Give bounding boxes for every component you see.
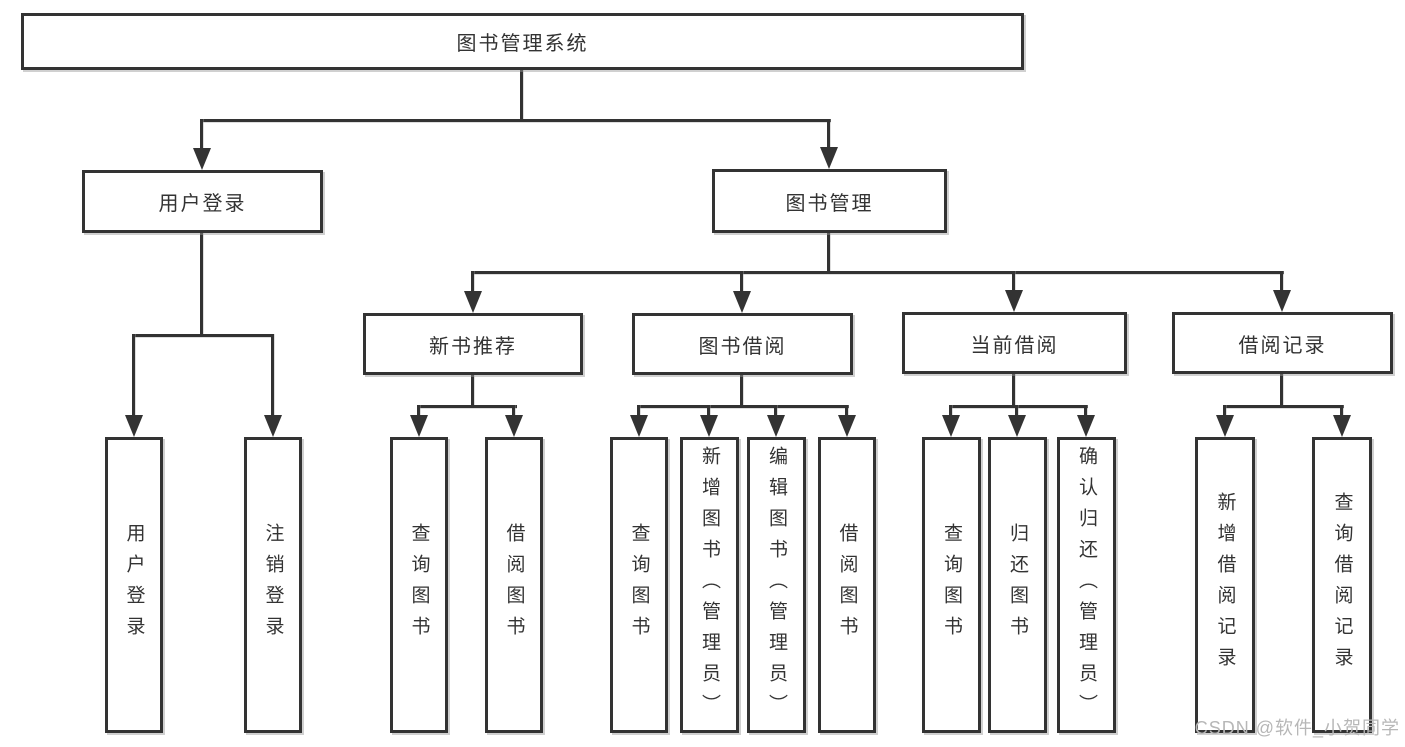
leaf-label: 借阅图书 (836, 523, 858, 647)
leaf-confirm-return-admin: 确认归还（管理员） (1057, 437, 1116, 733)
leaf-label: 借阅图书 (503, 523, 525, 647)
connector-line (637, 405, 849, 408)
arrow-down-icon (1216, 415, 1234, 437)
connector-line (1012, 271, 1015, 295)
node-label: 新书推荐 (429, 335, 517, 358)
arrow-down-icon (767, 415, 785, 437)
connector-line (707, 405, 710, 419)
node-root-label: 图书管理系统 (456, 33, 589, 55)
csdn-watermark: CSDN @软件_小贺同学 (1194, 718, 1400, 738)
connector-line (200, 119, 203, 150)
node-root: 图书管理系统 (21, 13, 1024, 70)
leaf-label: 查询图书 (408, 523, 430, 647)
arrow-down-icon (733, 291, 751, 313)
node-label: 图书管理 (785, 192, 874, 215)
connector-line (471, 271, 1284, 274)
node-label: 用户登录 (158, 193, 247, 215)
arrow-down-icon (125, 415, 143, 437)
leaf-user-login: 用户登录 (105, 437, 163, 733)
leaf-label: 确认归还（管理员） (1076, 445, 1097, 725)
node-label: 当前借阅 (970, 334, 1059, 357)
connector-line (949, 405, 952, 419)
connector-line (774, 405, 777, 419)
connector-line (132, 334, 135, 418)
arrow-down-icon (942, 415, 960, 437)
connector-line (1012, 374, 1015, 407)
arrow-down-icon (410, 415, 428, 437)
connector-line (271, 334, 274, 418)
connector-line (827, 233, 830, 274)
leaf-edit-books-admin: 编辑图书（管理员） (747, 437, 806, 733)
leaf-label: 归还图书 (1007, 523, 1028, 647)
arrow-down-icon (193, 148, 211, 170)
arrow-down-icon (820, 147, 838, 169)
connector-line (1340, 405, 1343, 419)
leaf-add-borrow-record: 新增借阅记录 (1195, 437, 1255, 733)
connector-line (200, 119, 831, 122)
connector-line (827, 119, 830, 149)
leaf-query-books-recommend: 查询图书 (390, 437, 448, 733)
arrow-down-icon (838, 415, 856, 437)
leaf-label: 用户登录 (123, 523, 145, 647)
connector-line (1280, 271, 1283, 295)
node-label: 图书借阅 (698, 335, 787, 358)
arrow-down-icon (505, 415, 523, 437)
arrow-down-icon (1008, 415, 1026, 437)
leaf-label: 新增借阅记录 (1214, 492, 1236, 678)
connector-line (637, 405, 640, 419)
leaf-label: 查询借阅记录 (1331, 492, 1353, 678)
arrow-down-icon (630, 415, 648, 437)
node-user-login-group: 用户登录 (82, 170, 323, 233)
connector-line (520, 70, 523, 120)
arrow-down-icon (264, 415, 282, 437)
node-book-borrow: 图书借阅 (632, 313, 853, 375)
connector-line (417, 405, 420, 419)
leaf-logout: 注销登录 (244, 437, 302, 733)
connector-line (740, 271, 743, 295)
leaf-borrow-books: 借阅图书 (818, 437, 876, 733)
connector-line (1223, 405, 1226, 419)
connector-line (1015, 405, 1018, 419)
connector-line (417, 405, 517, 408)
node-current-borrow: 当前借阅 (902, 312, 1127, 374)
node-borrow-records: 借阅记录 (1172, 312, 1393, 374)
connector-line (845, 405, 848, 419)
connector-line (740, 375, 743, 407)
connector-line (1280, 374, 1283, 407)
leaf-return-books: 归还图书 (988, 437, 1047, 733)
connector-line (200, 233, 203, 336)
arrow-down-icon (700, 415, 718, 437)
node-book-management: 图书管理 (712, 169, 947, 233)
leaf-label: 查询图书 (941, 523, 962, 647)
connector-line (512, 405, 515, 419)
arrow-down-icon (1333, 415, 1351, 437)
leaf-label: 查询图书 (628, 523, 650, 647)
arrow-down-icon (1005, 290, 1023, 312)
leaf-label: 编辑图书（管理员） (766, 445, 787, 725)
connector-line (471, 271, 474, 295)
connector-line (1084, 405, 1087, 419)
connector-line (471, 375, 474, 407)
node-new-book-recommend: 新书推荐 (363, 313, 583, 375)
leaf-add-books-admin: 新增图书（管理员） (680, 437, 739, 733)
arrow-down-icon (1077, 415, 1095, 437)
node-label: 借阅记录 (1238, 334, 1327, 357)
connector-line (949, 405, 1088, 408)
connector-line (1223, 405, 1344, 408)
leaf-query-books-borrow: 查询图书 (610, 437, 668, 733)
arrow-down-icon (464, 291, 482, 313)
leaf-label: 注销登录 (262, 523, 284, 647)
leaf-query-borrow-record: 查询借阅记录 (1312, 437, 1372, 733)
leaf-label: 新增图书（管理员） (699, 445, 720, 725)
arrow-down-icon (1273, 290, 1291, 312)
leaf-query-books-current: 查询图书 (922, 437, 981, 733)
connector-line (132, 334, 274, 337)
leaf-borrow-books-recommend: 借阅图书 (485, 437, 543, 733)
